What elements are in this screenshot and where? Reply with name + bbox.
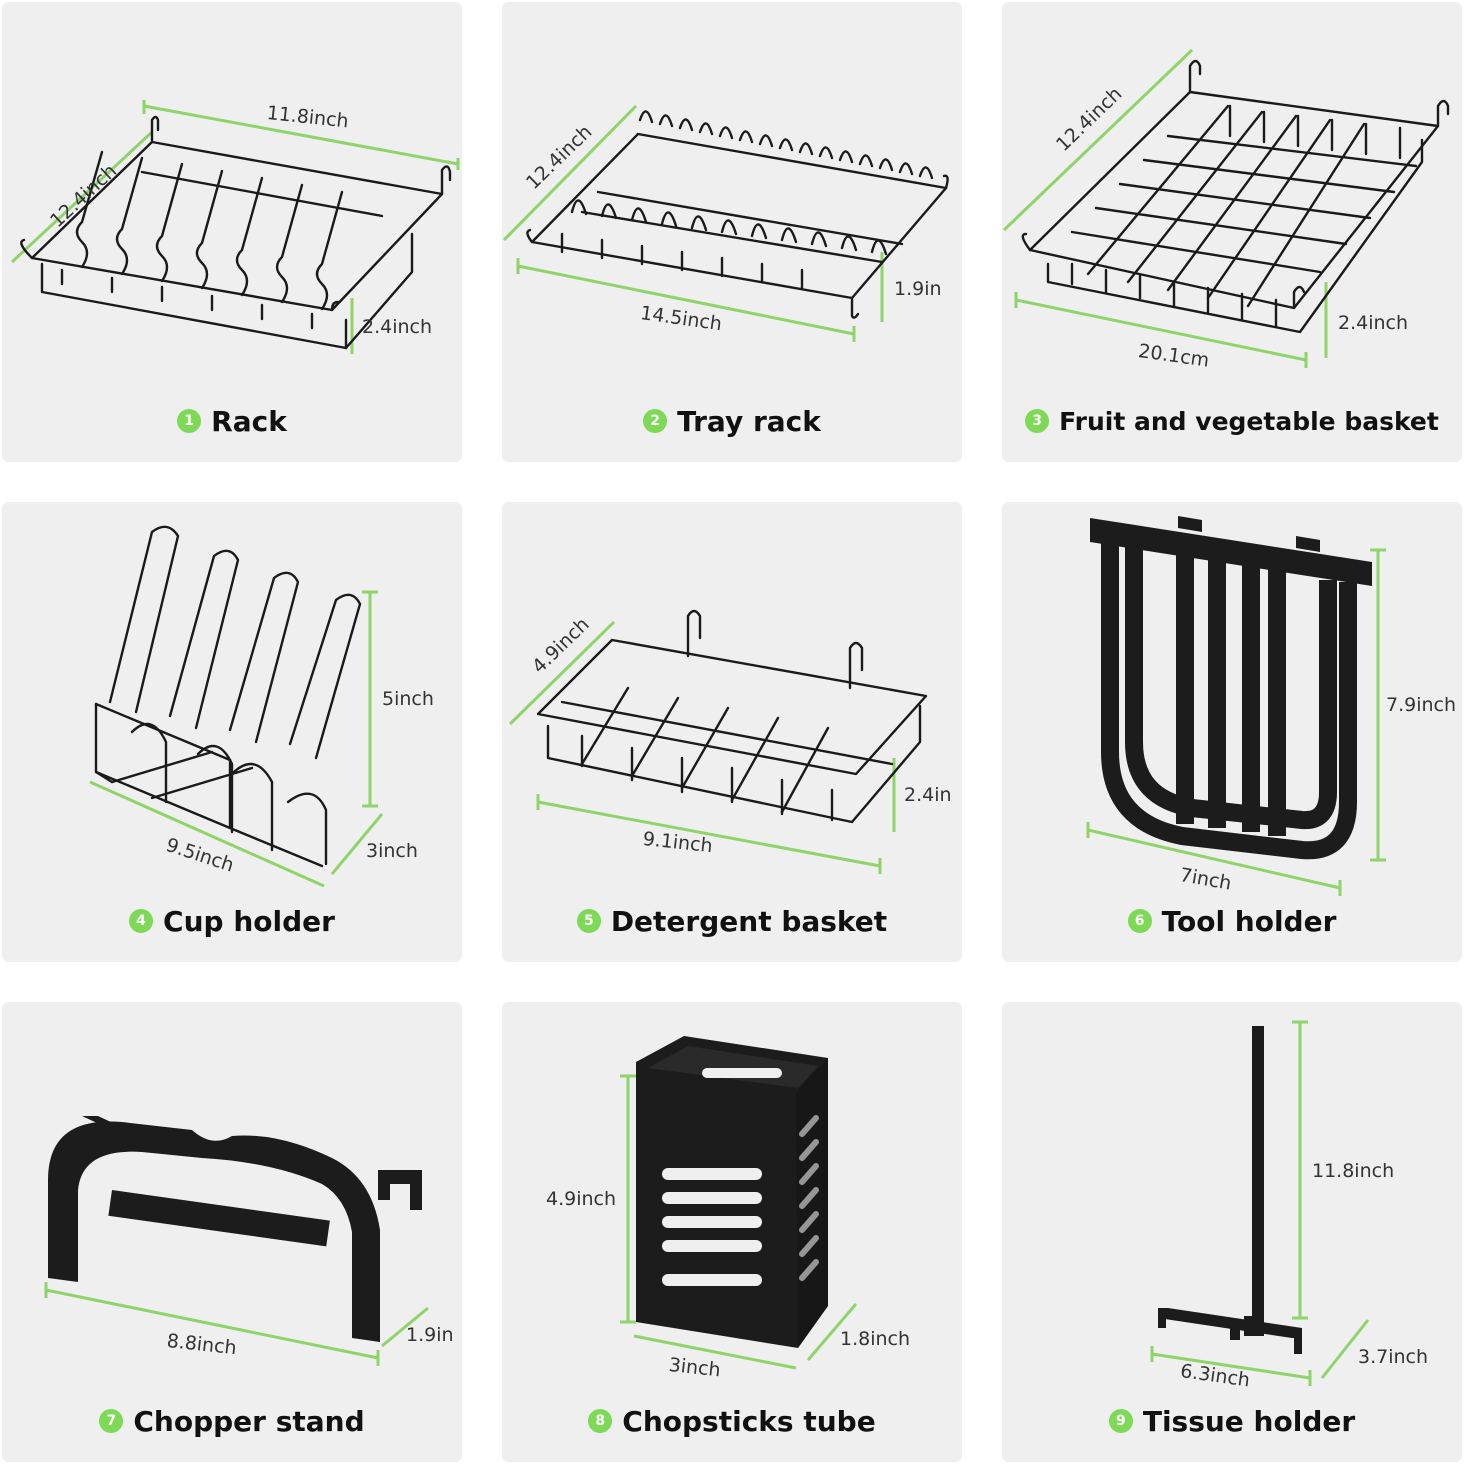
- dim-height: 5inch: [382, 688, 434, 710]
- panel-tissue-holder: 11.8inch 6.3inch 3.7inch 9 Tissue holder: [1002, 1002, 1462, 1462]
- dim-height: 2.4inch: [362, 316, 433, 338]
- panel-tool-holder: 7.9inch 7inch 6 Tool holder: [1002, 502, 1462, 962]
- dim-height: 11.8inch: [1312, 1160, 1395, 1182]
- number-badge: 6: [1127, 909, 1152, 933]
- dim-depth: 1.8inch: [840, 1328, 911, 1350]
- caption: 7 Chopper stand: [2, 1400, 462, 1442]
- chopsticks-tube-illustration: [620, 1002, 858, 1370]
- number-badge: 5: [576, 909, 601, 933]
- tray-rack-illustration: [502, 104, 949, 342]
- number-badge: 4: [129, 909, 154, 933]
- tool-holder-illustration: [1086, 516, 1386, 896]
- number-badge: 8: [588, 1409, 613, 1433]
- number-badge: 9: [1108, 1409, 1133, 1433]
- caption: 2 Tray rack: [502, 400, 962, 442]
- rack-illustration: [10, 100, 460, 354]
- caption: 9 Tissue holder: [1002, 1400, 1462, 1442]
- dim-height: 2.4in: [904, 784, 952, 806]
- dim-depth: 3.7inch: [1358, 1346, 1429, 1368]
- panel-chopsticks-tube: 4.9inch 3inch 1.8inch 8 Chopsticks tube: [502, 1002, 962, 1462]
- panel-fruit-basket: 12.4inch 20.1cm 2.4inch 3 Fruit and vege…: [1002, 2, 1462, 462]
- panel-title: Detergent basket: [610, 904, 888, 938]
- caption: 8 Chopsticks tube: [502, 1400, 962, 1442]
- panel-title: Tissue holder: [1142, 1404, 1356, 1438]
- panel-tray-rack: 12.4inch 14.5inch 1.9in 2 Tray rack: [502, 2, 962, 462]
- number-badge: 2: [643, 409, 668, 433]
- panel-title: Cup holder: [163, 904, 335, 938]
- panel-title: Tool holder: [1161, 904, 1337, 938]
- dim-height: 7.9inch: [1386, 694, 1457, 716]
- panel-title: Chopsticks tube: [622, 1404, 876, 1438]
- dim-depth: 1.9in: [406, 1324, 454, 1346]
- panel-detergent-basket: 4.9inch 9.1inch 2.4in 5 Detergent basket: [502, 502, 962, 962]
- tissue-holder-illustration: [1150, 1020, 1370, 1386]
- cup-holder-illustration: [89, 525, 384, 888]
- number-badge: 1: [177, 409, 202, 433]
- number-badge: 7: [99, 1409, 124, 1433]
- chopper-stand-illustration: [44, 1116, 429, 1366]
- caption: 3 Fruit and vegetable basket: [1002, 400, 1462, 442]
- dim-height: 1.9in: [894, 278, 942, 300]
- fruit-basket-illustration: [1002, 48, 1450, 368]
- caption: 6 Tool holder: [1002, 900, 1462, 942]
- caption: 1 Rack: [2, 400, 462, 442]
- panel-title: Tray rack: [677, 404, 821, 438]
- panel-rack: 11.8inch 12.4inch 2.4inch 1 Rack: [2, 2, 462, 462]
- panel-cup-holder: 5inch 9.5inch 3inch 4 Cup holder: [2, 502, 462, 962]
- caption: 5 Detergent basket: [502, 900, 962, 942]
- number-badge: 3: [1025, 409, 1050, 433]
- panel-title: Rack: [211, 404, 287, 438]
- panel-chopper-stand: 8.8inch 1.9in 7 Chopper stand: [2, 1002, 462, 1462]
- dim-height: 2.4inch: [1338, 312, 1409, 334]
- dim-height: 4.9inch: [546, 1188, 617, 1210]
- panel-title: Fruit and vegetable basket: [1059, 406, 1439, 436]
- panel-title: Chopper stand: [133, 1404, 365, 1438]
- dim-depth: 3inch: [366, 840, 418, 862]
- detergent-basket-illustration: [508, 609, 928, 874]
- caption: 4 Cup holder: [2, 900, 462, 942]
